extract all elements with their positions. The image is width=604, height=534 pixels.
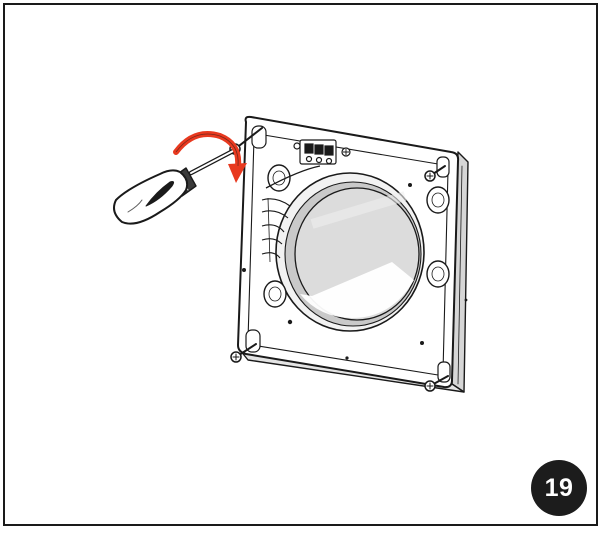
screw-top-right	[424, 165, 446, 182]
slot-bottom-left	[245, 329, 261, 353]
step-number-badge: 19	[531, 460, 587, 516]
step-number: 19	[544, 473, 574, 502]
screwdriver-icon	[113, 148, 236, 225]
wire-channel	[261, 165, 321, 263]
terminal-block	[293, 139, 351, 165]
hole-bottom-left	[263, 280, 287, 308]
screw-bottom-right	[424, 375, 449, 392]
hole-top-right	[426, 186, 450, 214]
screw-bottom-left	[230, 343, 257, 363]
hole-bottom-right	[426, 260, 450, 288]
plate-rivets	[242, 183, 468, 360]
clockwise-arrow-icon	[173, 131, 247, 183]
central-opening	[275, 172, 425, 332]
